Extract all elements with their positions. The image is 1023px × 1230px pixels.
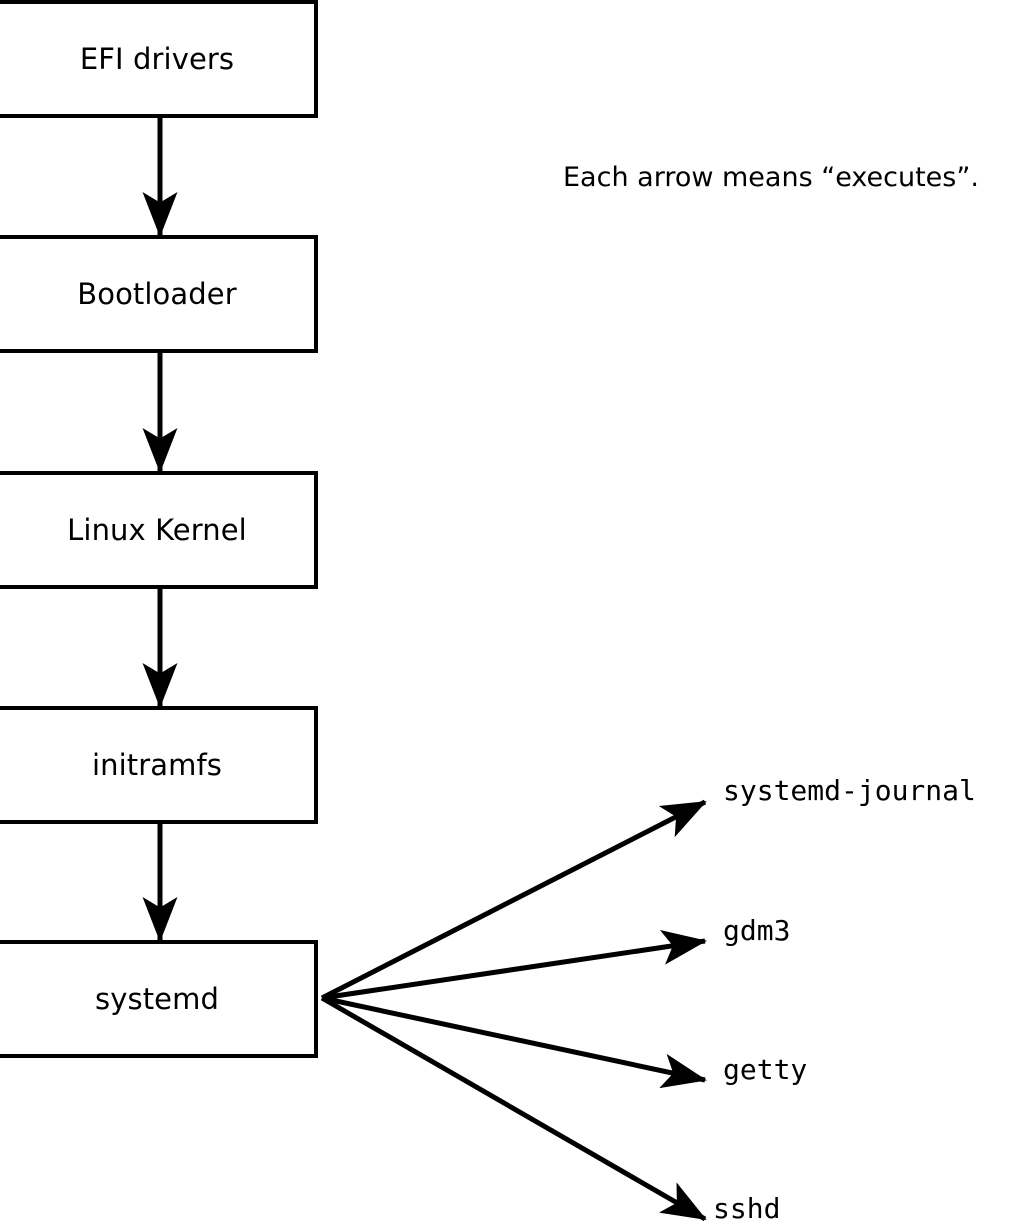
service-label-gdm3: gdm3 [723,914,791,947]
process-box-label: EFI drivers [79,41,235,76]
fanout-arrow-systemd-to-sshd [320,995,707,1222]
legend-caption: Each arrow means “executes”. [563,162,979,193]
fanout-arrow-layer [320,799,707,1222]
fanout-arrow-systemd-to-systemd-journal [320,799,707,1001]
service-label-getty: getty [723,1053,808,1086]
process-box-label: Bootloader [77,276,237,311]
process-box-label: systemd [95,981,219,1016]
fanout-arrow-systemd-to-gdm3 [321,930,707,1001]
process-box-label: initramfs [91,747,223,782]
process-box-initramfs: initramfs [0,706,318,824]
service-label-systemd-journal: systemd-journal [723,774,976,807]
process-box-label: Linux Kernel [67,512,247,547]
process-box-linux-kernel: Linux Kernel [0,471,318,589]
fanout-arrow-systemd-to-getty [321,995,707,1089]
service-label-sshd: sshd [713,1192,781,1225]
process-box-bootloader: Bootloader [0,235,318,353]
process-box-systemd: systemd [0,940,318,1058]
process-box-efi-drivers: EFI drivers [0,0,318,118]
